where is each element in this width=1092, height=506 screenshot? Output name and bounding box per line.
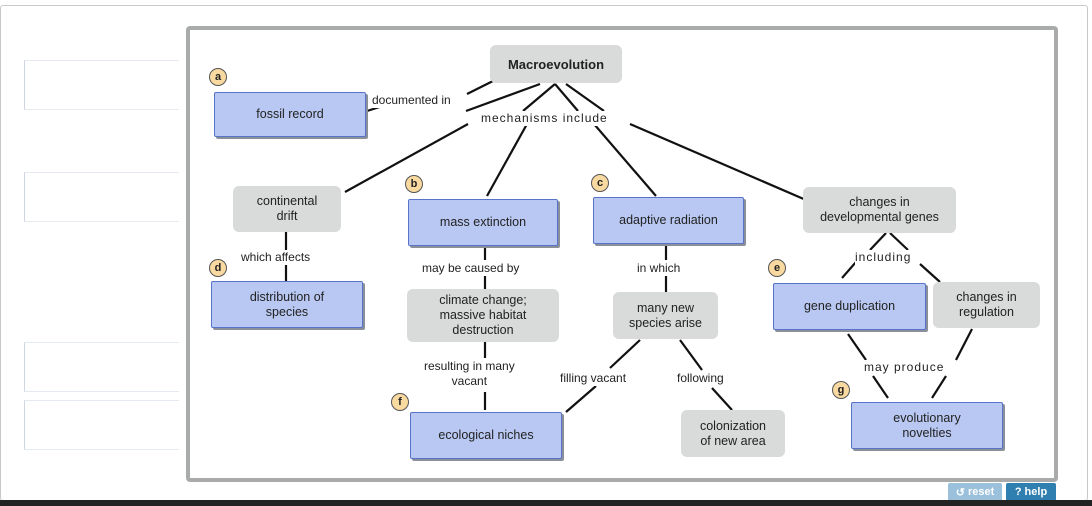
question-icon: ? [1014, 486, 1022, 498]
node-changes-in-regulation: changes in regulation [933, 282, 1040, 328]
node-mass-extinction[interactable]: mass extinction [408, 199, 558, 246]
badge-a: a [209, 68, 227, 86]
badge-e: e [768, 259, 786, 277]
connector [344, 123, 469, 193]
bottom-bar [0, 500, 1092, 506]
reset-button[interactable]: ↺ reset [948, 483, 1002, 501]
connector [889, 232, 909, 251]
badge-b: b [405, 175, 423, 193]
node-continental-drift: continental drift [233, 186, 341, 232]
node-evolutionary-novelties[interactable]: evolutionary novelties [851, 402, 1003, 449]
connector [565, 83, 605, 112]
node-adaptive-radiation[interactable]: adaptive radiation [593, 197, 744, 244]
badge-c: c [591, 174, 609, 192]
help-button[interactable]: ? help [1006, 483, 1056, 501]
answer-slot-2[interactable] [24, 172, 179, 222]
connector [554, 83, 579, 112]
link-label-filling-vacant: filling vacant [560, 371, 627, 386]
connector [609, 339, 641, 369]
link-label-which-affects: which affects [241, 250, 311, 265]
link-label-mechanisms-include: mechanisms include [481, 111, 608, 126]
link-label-resulting-in: resulting in many vacant [424, 359, 515, 389]
node-colonization: colonization of new area [681, 410, 785, 457]
node-developmental-genes: changes in developmental genes [803, 187, 956, 233]
link-label-including: including [855, 250, 912, 265]
connector [629, 122, 807, 202]
connector [872, 375, 889, 399]
connector [565, 385, 597, 413]
connector [847, 333, 867, 361]
link-label-may-produce: may produce [864, 360, 945, 375]
node-many-new-species: many new species arise [613, 292, 718, 339]
connector [522, 83, 556, 112]
badge-f: f [391, 393, 409, 411]
connector [465, 82, 541, 113]
connector [593, 123, 657, 197]
connector [466, 79, 496, 95]
badge-d: d [209, 259, 227, 277]
link-label-in-which: in which [637, 261, 681, 276]
badge-g: g [832, 381, 850, 399]
connector [869, 232, 887, 251]
answer-slot-1[interactable] [24, 60, 179, 110]
node-ecological-niches[interactable]: ecological niches [410, 412, 562, 459]
reset-label: reset [967, 486, 995, 498]
help-label: help [1024, 486, 1048, 498]
node-distribution-of-species[interactable]: distribution of species [211, 281, 363, 328]
root-node-macroevolution: Macroevolution [490, 45, 622, 83]
link-label-documented-in: documented in [372, 93, 451, 108]
node-fossil-record[interactable]: fossil record [214, 92, 366, 137]
answer-slot-3[interactable] [24, 342, 179, 392]
connector [486, 123, 528, 197]
refresh-icon: ↺ [955, 486, 965, 499]
link-label-following: following [677, 371, 724, 386]
connector [955, 328, 973, 361]
connector [841, 261, 857, 279]
answer-slot-4[interactable] [24, 400, 179, 450]
connector [931, 375, 947, 399]
node-climate-change: climate change; massive habitat destruct… [407, 289, 559, 342]
node-gene-duplication[interactable]: gene duplication [773, 283, 926, 330]
connector [711, 387, 733, 411]
connector [919, 263, 941, 283]
connector [679, 339, 703, 371]
link-label-may-be-caused-by: may be caused by [422, 261, 520, 276]
